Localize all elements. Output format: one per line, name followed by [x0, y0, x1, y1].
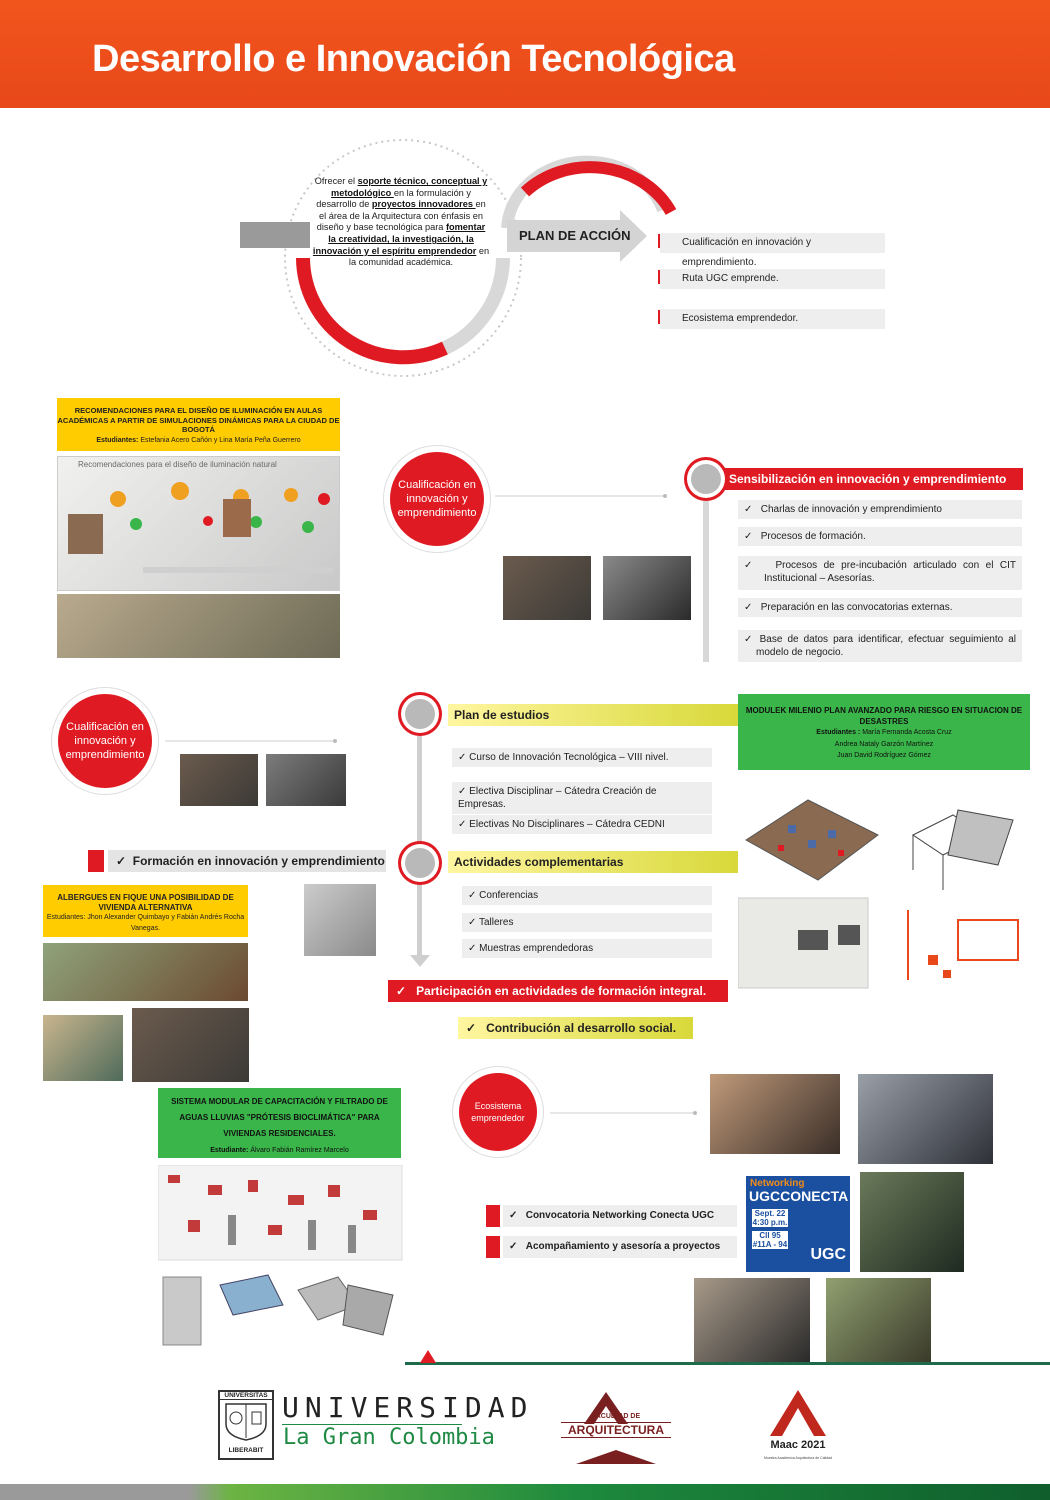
project2-title: MODULEK MILENIO PLAN AVANZADO PARA RIESG…	[745, 706, 1023, 726]
project1-students-label: Estudiantes:	[96, 436, 139, 444]
divider-mark	[420, 1350, 436, 1363]
project1-caption: RECOMENDACIONES PARA EL DISEÑO DE ILUMIN…	[57, 398, 340, 451]
university-subname: La Gran Colombia	[283, 1425, 495, 1450]
formacion-title: ✓ Formación en innovación y emprendimien…	[108, 850, 386, 872]
photo-charla-1	[503, 556, 591, 620]
timeline-dot	[691, 464, 721, 494]
sensib-item-4: ✓ Preparación en las convocatorias exter…	[738, 598, 1022, 617]
contribucion-bar: ✓ Contribución al desarrollo social.	[458, 1017, 693, 1039]
poster-networking: Networking	[750, 1178, 805, 1189]
project1-board: Recomendaciones para el diseño de ilumin…	[57, 456, 340, 591]
photo-eco-2	[858, 1074, 993, 1164]
page-title: Desarrollo e Innovación Tecnológica	[92, 38, 735, 80]
name-rule	[282, 1424, 462, 1425]
shield-icon	[225, 1403, 267, 1441]
sensib-item-5: ✓ Base de datos para identificar, efectu…	[738, 630, 1022, 662]
maac-logo	[770, 1390, 826, 1436]
timeline-dot	[405, 848, 435, 878]
footer-divider	[405, 1362, 1050, 1365]
mission-diagram	[240, 139, 677, 377]
project4-caption: SISTEMA MODULAR DE CAPACITACIÓN Y FILTRA…	[158, 1088, 401, 1158]
mission-part: fomentar la creatividad, la investigació…	[312, 222, 486, 256]
actividad-item-2: ✓ Talleres	[462, 913, 712, 932]
university-name: UNIVERSIDAD	[282, 1391, 534, 1424]
project1-photo	[57, 594, 340, 658]
poster-logo: UGC	[810, 1246, 846, 1263]
mission-part: en el área de la Arquitectura con énfasi…	[316, 199, 486, 233]
sensib-item-3: ✓ Procesos de pre-incubación articulado …	[738, 556, 1022, 590]
photo-eco-4	[694, 1278, 810, 1362]
vertical-line-2	[417, 712, 422, 962]
bullet-square	[88, 850, 104, 872]
project3-photo-1	[43, 1015, 123, 1081]
plan-item-1: Cualificación en innovación y emprendimi…	[660, 233, 885, 268]
bullet-square	[486, 1236, 500, 1258]
project1-students: Estefania Acero Cañón y Lina María Peña …	[140, 436, 301, 444]
plan-estudios-title: Plan de estudios	[448, 704, 738, 726]
participacion-bar: ✓ Participación en actividades de formac…	[388, 980, 728, 1002]
ecosistema-item-2: ✓ Acompañamiento y asesoría a proyectos	[503, 1236, 737, 1258]
maac-subtitle: Muestra Académica Arquitectura de Calida…	[763, 1456, 833, 1460]
mission-part: proyectos innovadores	[371, 199, 476, 210]
plan-item-3: Ecosistema emprendedor.	[660, 309, 885, 329]
project1-title: RECOMENDACIONES PARA EL DISEÑO DE ILUMIN…	[57, 406, 340, 434]
project4-drawings	[158, 1165, 403, 1346]
project3-photo-2	[132, 1008, 249, 1082]
sensib-item-2: ✓ Procesos de formación.	[738, 527, 1022, 546]
photo-eco-3	[860, 1172, 964, 1272]
photo-eco-1	[710, 1074, 840, 1154]
mission-part: soporte técnico, conceptual y metodológi…	[331, 176, 488, 198]
connector-line-3	[550, 1111, 697, 1115]
plan-estudios-item-1: ✓ Curso de Innovación Tecnológica – VIII…	[452, 748, 712, 767]
bullet-square	[486, 1205, 500, 1227]
circle-ecosistema: Ecosistema emprendedor	[459, 1073, 537, 1151]
mission-part: en la comunidad académica.	[348, 245, 490, 268]
vertical-line	[703, 490, 709, 662]
project1-board-title: Recomendaciones para el diseño de ilumin…	[78, 460, 277, 469]
project3-caption: ALBERGUES EN FIQUE UNA POSIBILIDAD DE VI…	[43, 885, 248, 937]
circle-cualificacion-2: Cualificación en innovación y emprendimi…	[58, 694, 152, 788]
plan-label: PLAN DE ACCIÓN	[519, 228, 631, 243]
timeline-dot	[405, 699, 435, 729]
poster-brand: UGCCONECTA	[749, 1188, 849, 1204]
actividad-item-1: ✓ Conferencias	[462, 886, 712, 905]
plan-estudios-item-3: ✓ Electivas No Disciplinares – Cátedra C…	[452, 815, 712, 834]
project2-drawings	[738, 799, 1019, 989]
actividades-title: Actividades complementarias	[448, 851, 738, 873]
mission-statement: Ofrecer el soporte técnico, conceptual y…	[312, 176, 490, 269]
mission-part: en la formulación y desarrollo de	[316, 187, 471, 210]
project2-caption: MODULEK MILENIO PLAN AVANZADO PARA RIESG…	[738, 694, 1030, 770]
photo-eco-5	[826, 1278, 931, 1362]
board-charts	[68, 482, 333, 573]
speaker-flyer	[304, 884, 376, 956]
facultad-logo	[576, 1392, 656, 1464]
facultad-name: ARQUITECTURA	[561, 1422, 671, 1438]
maac-title: Maac 2021	[770, 1439, 826, 1451]
sensibilizacion-title: Sensibilización en innovación y emprendi…	[723, 468, 1023, 490]
header-banner	[0, 0, 1050, 108]
plan-item-2: Ruta UGC emprende.	[660, 269, 885, 289]
sensib-item-1: ✓ Charlas de innovación y emprendimiento	[738, 500, 1022, 519]
plan-estudios-item-2: ✓ Electiva Disciplinar – Cátedra Creació…	[452, 782, 712, 814]
circle-cualificacion-1: Cualificación en innovación y emprendimi…	[390, 452, 484, 546]
facultad-small: FACULTAD DE	[591, 1413, 641, 1420]
photo-formacion-2	[266, 754, 346, 806]
connector-line-2	[165, 739, 337, 743]
actividad-item-3: ✓ Muestras emprendedoras	[462, 939, 712, 958]
university-seal: UNIVERSITAS LIBERABIT	[218, 1390, 274, 1460]
footer-color-strip	[0, 1484, 1050, 1500]
arrow-down-icon	[410, 955, 430, 967]
mission-part: Ofrecer el	[314, 176, 358, 186]
photo-charla-2	[603, 556, 691, 620]
ecosistema-item-1: ✓ Convocatoria Networking Conecta UGC	[503, 1205, 737, 1227]
poster-place: Cll 95#11A - 94	[752, 1231, 788, 1249]
project3-render	[43, 943, 248, 1001]
connector-line	[495, 494, 667, 498]
photo-formacion-1	[180, 754, 258, 806]
